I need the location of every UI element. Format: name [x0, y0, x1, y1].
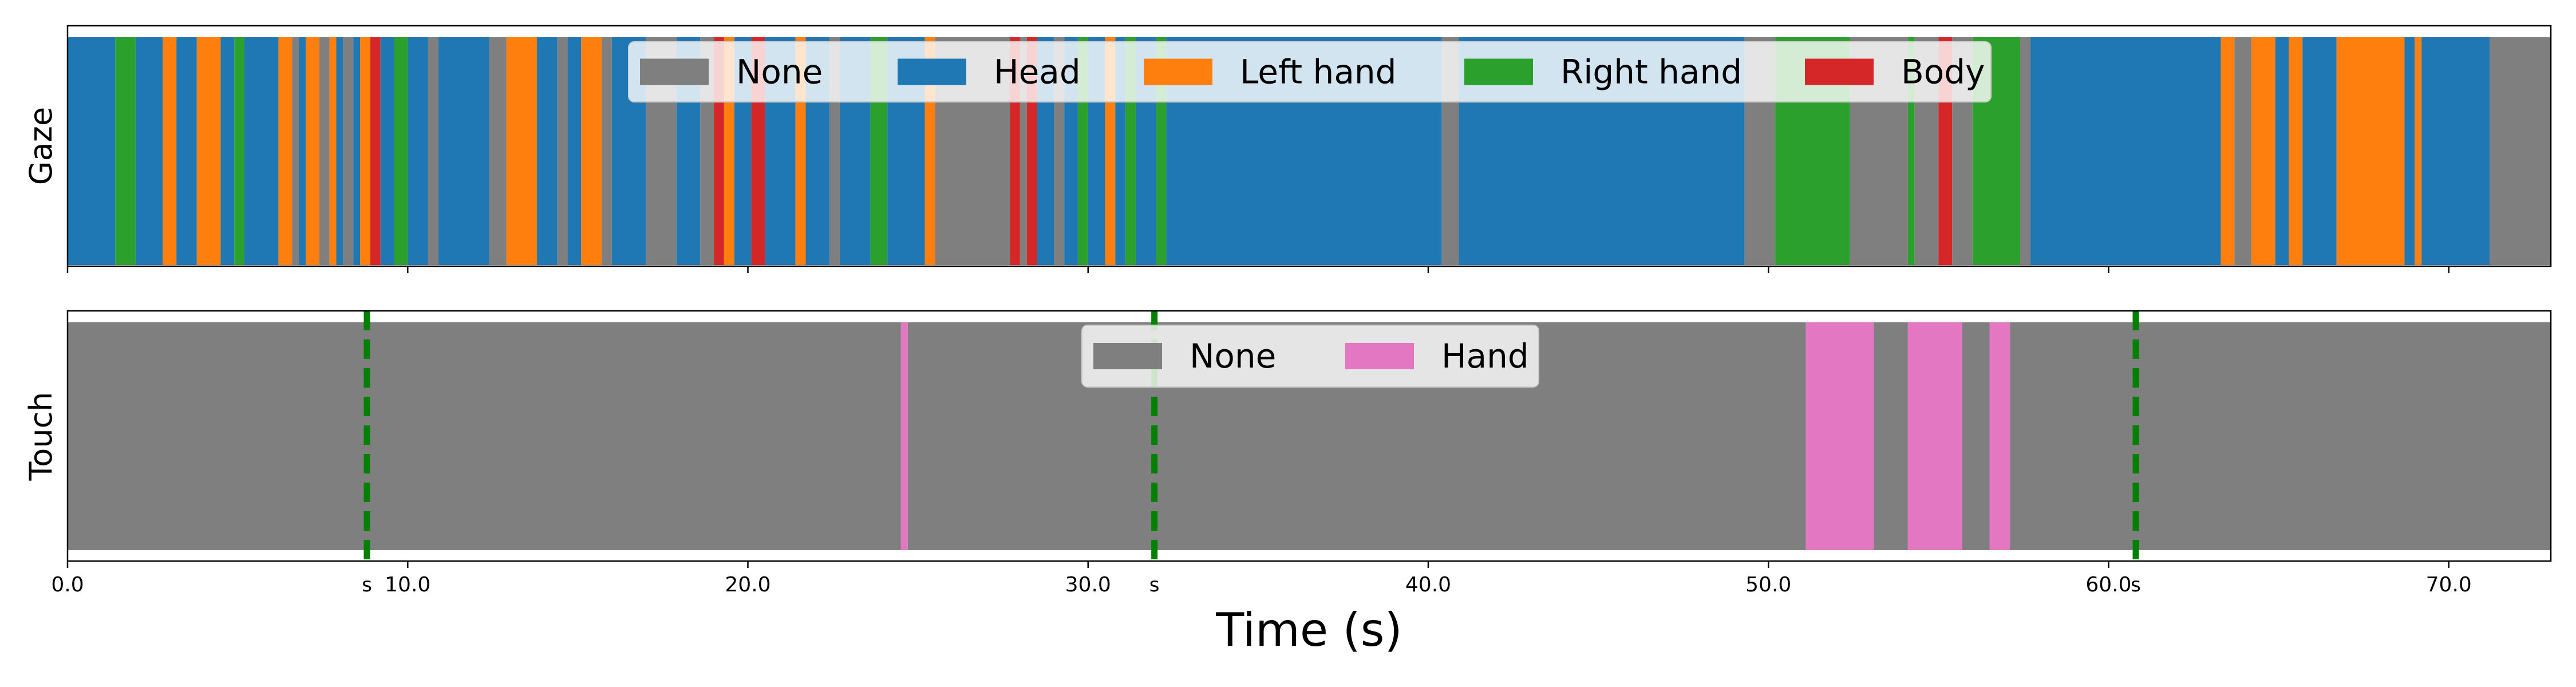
gaze-segment-head	[2421, 37, 2490, 265]
x-tick-label: 30.0	[1065, 573, 1111, 597]
gaze-segment-none	[428, 37, 438, 265]
gaze-segment-head	[336, 37, 343, 265]
gaze-segment-body	[370, 37, 381, 265]
touch-segment-none	[2010, 322, 2551, 550]
x-tick-label: 60.0	[2085, 573, 2131, 597]
gaze-segment-left-hand	[2289, 37, 2303, 265]
legend-label: Hand	[1441, 337, 1529, 376]
gaze-segment-left-hand	[506, 37, 538, 265]
touch-legend-box	[1081, 325, 1539, 388]
gaze-segment-head	[2030, 37, 2221, 265]
legend-label: None	[736, 53, 823, 92]
gaze-segment-none	[1020, 37, 1027, 265]
gaze-segment-head	[2404, 37, 2415, 265]
legend-swatch	[1093, 343, 1162, 369]
touch-segment-hand	[1989, 322, 2010, 550]
gaze-segment-left-hand	[163, 37, 177, 265]
legend-label: Head	[994, 53, 1081, 92]
touch-ylabel: Touch	[23, 392, 59, 481]
gaze-segment-left-hand	[278, 37, 293, 265]
gaze-segment-none	[343, 37, 354, 265]
gaze-segment-left-hand	[2336, 37, 2405, 265]
gaze-ticks	[66, 266, 2449, 273]
gaze-legend: None Head Left hand Right hand Body	[628, 41, 1992, 102]
gaze-segment-none	[2020, 37, 2030, 265]
gaze-ylabel: Gaze	[23, 107, 59, 185]
legend-swatch	[898, 58, 966, 85]
gaze-segment-head	[353, 37, 361, 265]
gaze-segment-head	[408, 37, 428, 265]
gaze-segment-left-hand	[2251, 37, 2275, 265]
touch-legend: None Hand	[1081, 325, 1539, 388]
gaze-segment-head	[220, 37, 235, 265]
touch-segment-none	[1874, 322, 1908, 550]
gaze-segment-left-hand	[196, 37, 221, 265]
gaze-segment-left-hand	[2221, 37, 2235, 265]
x-tick-label: 20.0	[725, 573, 771, 597]
gaze-segment-none	[292, 37, 299, 265]
touch-segments	[68, 322, 2551, 550]
touch-axes-frame	[66, 310, 2552, 562]
legend-swatch	[1345, 343, 1414, 369]
legend-swatch	[1464, 58, 1533, 85]
x-tick-label: 70.0	[2426, 573, 2472, 597]
legend-label: Body	[1901, 53, 1985, 92]
touch-segment-hand	[900, 322, 908, 550]
x-tick-label: 50.0	[1745, 573, 1791, 597]
gaze-segment-none	[319, 37, 330, 265]
touch-panel: s s s 0.0 10.0 20.0 30.0 40.0 50.0 60.0 70.0 Touc…	[23, 310, 2552, 597]
legend-swatch	[1805, 58, 1874, 85]
x-tick-label: 10.0	[385, 573, 430, 597]
gaze-segment-left-hand	[305, 37, 319, 265]
gaze-panel: Gaze None Head Left hand Right hand Body	[23, 25, 2552, 273]
marker-label: s	[2131, 574, 2141, 597]
touch-segment-hand	[1907, 322, 1962, 550]
x-axis-label: Time (s)	[1215, 603, 1402, 657]
marker-label: s	[1149, 574, 1160, 597]
legend-label: Right hand	[1560, 53, 1742, 92]
gaze-segment-head	[438, 37, 489, 265]
gaze-segment-none	[2234, 37, 2252, 265]
gaze-segment-left-hand	[329, 37, 337, 265]
marker-label: s	[362, 574, 372, 597]
gaze-axes-frame	[66, 25, 2552, 267]
gaze-segment-left-hand	[360, 37, 370, 265]
gaze-segment-head	[68, 37, 116, 265]
gaze-segment-head	[299, 37, 306, 265]
x-tick-label: 40.0	[1405, 573, 1451, 597]
gaze-segment-head	[537, 37, 558, 265]
gaze-segment-head	[244, 37, 279, 265]
gaze-segment-right-hand	[115, 37, 136, 265]
gaze-segment-left-hand	[2415, 37, 2422, 265]
gaze-segment-head	[2302, 37, 2337, 265]
gaze-segment-right-hand	[394, 37, 408, 265]
x-tick-label: 0.0	[51, 573, 84, 597]
legend-swatch	[1144, 58, 1212, 85]
gaze-segment-none	[601, 37, 612, 265]
gaze-segment-head	[2275, 37, 2289, 265]
gaze-segment-right-hand	[1907, 37, 1915, 265]
gaze-segment-left-hand	[581, 37, 602, 265]
gaze-segment-none	[2490, 37, 2551, 265]
gaze-segment-head	[567, 37, 582, 265]
gaze-legend-box	[628, 41, 1992, 102]
touch-ticks: 0.0 10.0 20.0 30.0 40.0 50.0 60.0 70.0	[51, 561, 2472, 597]
touch-segment-none	[68, 322, 901, 550]
gaze-segment-head	[380, 37, 394, 265]
gaze-segment-none	[557, 37, 568, 265]
legend-swatch	[640, 58, 709, 85]
touch-segment-hand	[1805, 322, 1874, 550]
touch-segment-none	[1962, 322, 1990, 550]
legend-label: None	[1190, 337, 1276, 376]
gaze-segment-head	[176, 37, 197, 265]
gaze-segment-none	[489, 37, 507, 265]
gaze-segment-head	[135, 37, 163, 265]
legend-label: Left hand	[1240, 53, 1396, 92]
gaze-segment-right-hand	[234, 37, 245, 265]
